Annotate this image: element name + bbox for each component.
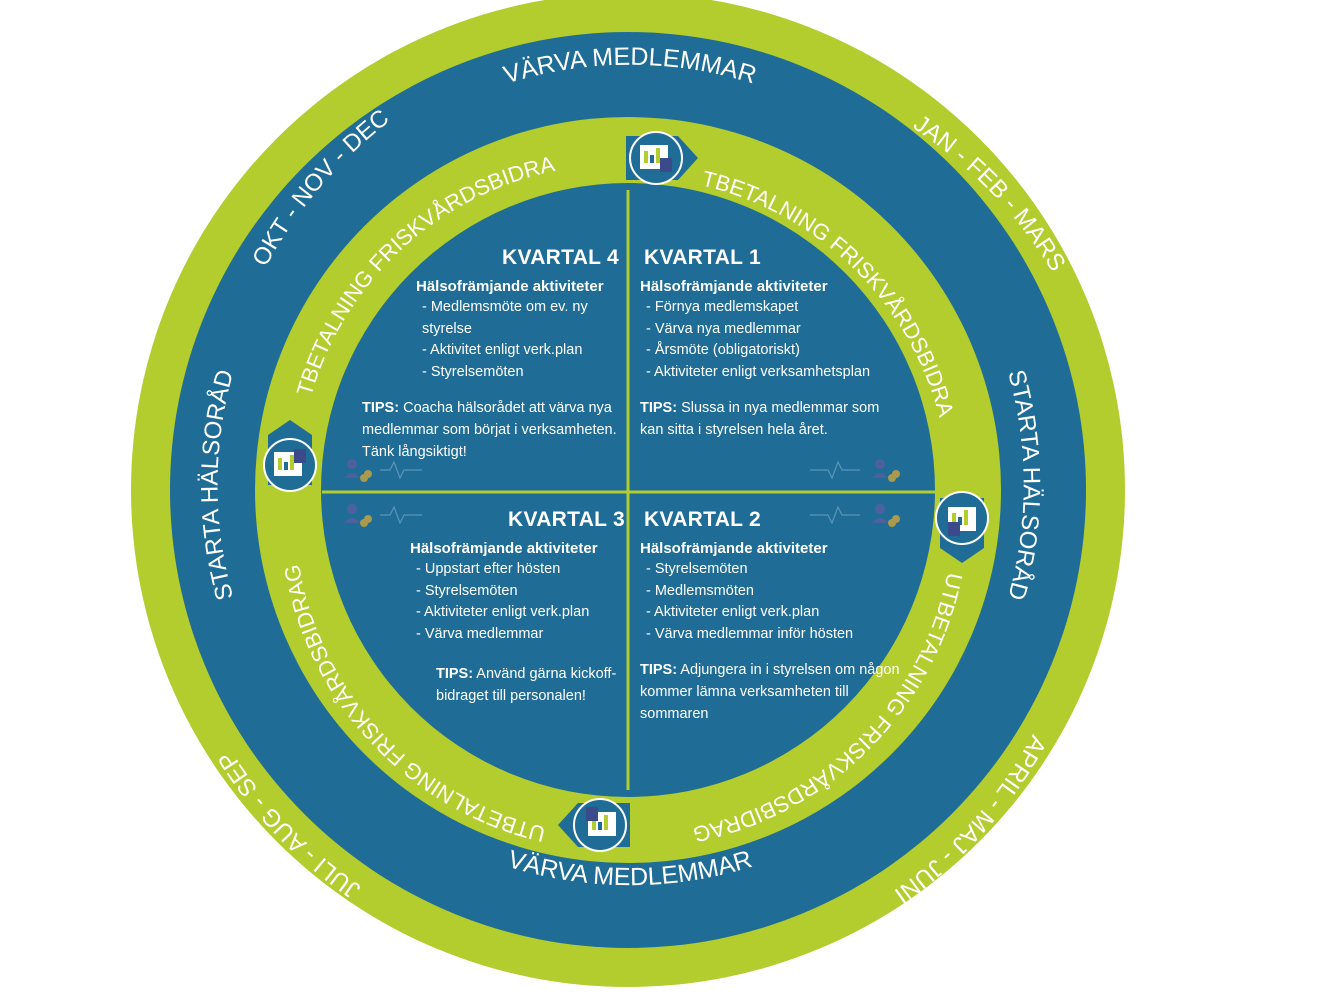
list-item: - Värva medlemmar [416,625,544,642]
tips-label: TIPS: [436,666,474,682]
list-item: - Styrelsemöten [416,582,518,599]
people-coins-icon [810,504,900,527]
list-item: - Medlemsmöten [646,582,754,599]
tips-text: Adjungera in i styrelsen om någon kommer… [640,662,900,722]
quarter-4-subtitle: Hälsofrämjande aktiviteter [416,278,604,295]
tips-label: TIPS: [362,400,400,416]
quarter-4-panel: KVARTAL 4 Hälsofrämjande aktiviteter - M… [362,246,630,463]
list-item: - Aktivitet enligt verk.plan [422,342,583,358]
quarter-4-activities: - Medlemsmöte om ev. ny styrelse - Aktiv… [416,297,630,383]
calculator-chart-icon [263,420,317,492]
quarter-3-panel: KVARTAL 3 Hälsofrämjande aktiviteter - U… [362,508,630,707]
quarter-1-panel: KVARTAL 1 Hälsofrämjande aktiviteter - F… [640,246,900,441]
quarter-2-title: KVARTAL 2 [644,508,762,531]
quarter-1-subtitle: Hälsofrämjande aktiviteter [640,278,828,295]
tips-text: Slussa in nya medlemmar som kan sitta i … [640,400,880,438]
quarter-3-activities: - Uppstart efter hösten - Styrelsemöten … [410,559,630,645]
people-coins-icon [344,504,422,527]
quarter-4-title: KVARTAL 4 [502,246,620,269]
list-item: - Uppstart efter hösten [416,561,561,577]
quarter-2-activities: - Styrelsemöten - Medlemsmöten - Aktivit… [640,559,900,645]
quarter-3-tips: TIPS: Använd gärna kickoff-bidraget till… [436,663,630,707]
people-coins-icon [344,459,422,482]
quarter-1-activities: - Förnya medlemskapet - Värva nya medlem… [640,297,900,383]
list-item: - Förnya medlemskapet [646,299,799,315]
quarter-2-tips: TIPS: Adjungera in i styrelsen om någon … [640,659,900,725]
list-item: - Värva nya medlemmar [646,320,801,337]
tips-label: TIPS: [640,400,678,416]
calculator-chart-icon [626,131,698,185]
quarter-1-title: KVARTAL 1 [644,246,762,269]
list-item: - Värva medlemmar inför hösten [646,625,854,642]
tips-text: Använd gärna kickoff-bidraget till perso… [436,666,617,704]
list-item: - Styrelsemöten [422,363,524,380]
quarter-3-subtitle: Hälsofrämjande aktiviteter [410,540,598,557]
list-item: - Aktiviteter enligt verk.plan [646,604,820,620]
quarter-1-tips: TIPS: Slussa in nya medlemmar som kan si… [640,397,900,441]
quarter-3-title: KVARTAL 3 [508,508,626,531]
quarter-2-subtitle: Hälsofrämjande aktiviteter [640,540,828,557]
people-coins-icon [810,459,900,482]
calculator-chart-icon [935,491,989,563]
calculator-chart-icon [558,798,630,852]
tips-text: Coacha hälsorådet att värva nya medlemma… [362,400,617,460]
quarter-2-panel: KVARTAL 2 Hälsofrämjande aktiviteter - S… [640,508,900,725]
quarter-4-tips: TIPS: Coacha hälsorådet att värva nya me… [362,397,630,463]
tips-label: TIPS: [640,662,678,678]
list-item: - Medlemsmöte om ev. ny styrelse [422,299,588,337]
list-item: - Styrelsemöten [646,561,748,577]
list-item: - Aktiviteter enligt verk.plan [416,604,590,620]
list-item: - Årsmöte (obligatoriskt) [646,342,800,358]
list-item: - Aktiviteter enligt verksamhetsplan [646,363,871,380]
